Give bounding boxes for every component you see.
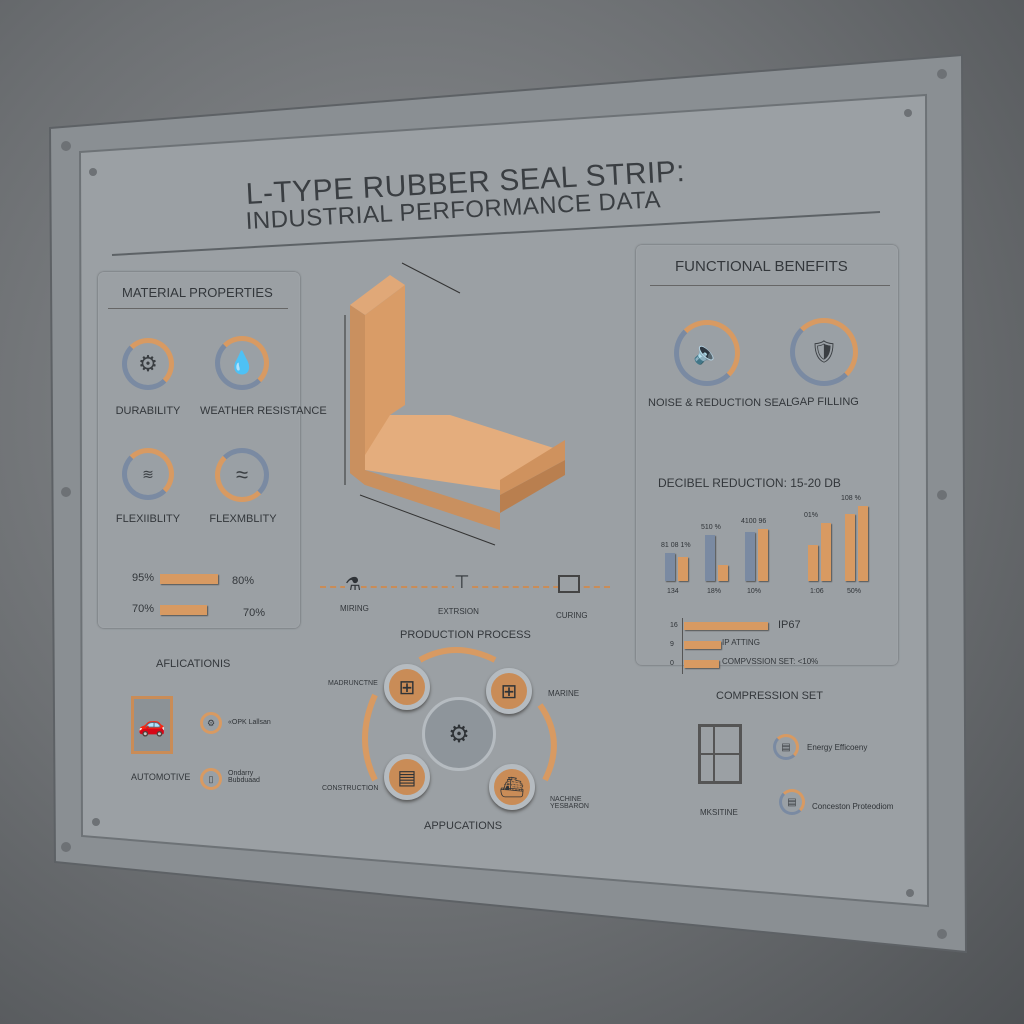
material-heading: MATERIAL PROPERTIES [122,285,273,300]
bar-right-value: 80% [232,575,255,587]
hbar-axis [682,618,683,674]
machine-icon: ⚙ [422,697,496,771]
bar-top-label: 4100 96 [741,517,767,525]
step-label: MIRING [340,604,369,613]
chart-bar [705,534,715,581]
bar-right-value: 70% [243,607,266,619]
speaker-icon: 🔈 [674,320,740,386]
decibel-reduction: DECIBEL REDUCTION: 15-20 dB [658,476,841,490]
ship-icon: ⛴ [489,764,535,810]
energy-efficiency-label: Energy Efficoeny [807,743,868,752]
compression-heading: COMPRESSION SET [716,690,823,702]
cycle-arrows [362,647,557,782]
l-seal-profile-illustration [344,262,565,546]
bar-top-label: 108 % [841,495,861,502]
material-properties-panel [98,272,300,628]
flexibility-label: FLEXIIBLITY [115,513,181,525]
bar-group: 108 % 50% [841,495,875,595]
app-label: MARINE [548,689,580,698]
bar-left-value: 95% [132,572,155,584]
car-icon: 🚗 [131,696,173,754]
energy-icon: ▤ [773,734,799,760]
flexibility-label-2: FLEXMBLITY [209,513,277,525]
bar-top-label: 510 % [701,523,721,531]
waves-icon: ≈ [215,448,269,502]
app-icon: ▯ [200,768,222,790]
chart-bar [718,564,728,581]
bar-chart: 81 08 1% 134 510 % 18% 4100 96 10% 01% 1:06 108 … [650,495,890,595]
bar-top-label: 81 08 1% [661,541,691,549]
app-item: «OPK Lallsan [228,719,271,726]
bar-bottom-label: 18% [707,588,722,595]
property-bar [160,574,218,584]
building-icon: ▤ [384,754,430,800]
app-label: MADRUNCTNE [328,680,378,687]
hbar [684,660,720,668]
chart-bar [678,557,688,581]
hbar-label: COMPVSSION SET: <10% [722,657,819,666]
step-label: CURING [556,611,588,620]
flask-icon: ⚗ [345,574,362,595]
benefits-heading: FUNCTIONAL BENEFITS [675,258,848,275]
bar-group: 4100 96 10% [741,495,775,595]
gear-icon: ⚙ [122,338,174,390]
production-process-heading: PRODUCTION PROCESS [400,629,531,641]
window-frame-icon [698,724,742,784]
bar-bottom-label: 10% [747,588,762,595]
bar-group: 510 % 18% [701,495,735,595]
hbar-tick: 9 [670,641,674,648]
bar-group: 01% 1:06 [804,495,838,595]
chart-bar [758,528,768,581]
hbar-tick: 16 [670,622,678,629]
weather-resistance-label: WEATHER RESISTANCE [200,405,327,417]
bar-group: 81 08 1% 134 [661,495,695,596]
window-icon: ⊞ [486,668,532,714]
automotive-label: AUTOMOTIVE [131,772,191,782]
oven-icon [558,575,580,593]
chart-bar [808,545,818,581]
chart-bar [745,531,755,581]
step-label: EXTRSION [438,607,479,616]
corrosion-protection-label: Conceston Proteodiom [812,802,894,811]
hbar-tick: 0 [670,660,674,667]
extruder-icon: ⊤ [454,572,470,593]
durability-label: DURABILITY [115,405,181,417]
flex-icon: ≋ [122,448,174,500]
hbar [684,641,721,649]
bar-bottom-label: 50% [847,588,862,595]
chart-bar [858,506,868,581]
app-label: CONSTRUCTION [322,785,379,792]
gap-filling-label: GAP FILLING [791,396,859,408]
hbar [684,622,768,630]
app-label: NACHINE YESBARON [550,796,589,810]
hbar-label: IP ATTING [722,638,760,647]
corrosion-icon: ▤ [779,789,805,815]
app-item: Ondarry Bubduaad [228,770,260,784]
property-bar [160,605,207,615]
water-drop-icon: 💧 [215,336,269,390]
shield-icon: 🛡 [790,318,858,386]
compression-main-label: MKSITINE [700,808,738,817]
window-icon: ⊞ [384,664,430,710]
bar-bottom-label: 134 [667,588,679,595]
bar-left-value: 70% [132,603,155,615]
applications-footer: APPUCATIONS [424,820,503,832]
app-icon: ⚙ [200,712,222,734]
chart-bar [845,513,855,581]
chart-bar [665,552,675,581]
chart-bar [821,522,831,581]
hbar-label: IP67 [778,619,801,631]
functional-benefits-panel [636,245,898,665]
bar-bottom-label: 1:06 [810,588,824,595]
bar-top-label: 01% [804,511,819,519]
applications-heading: AFLICATIONIS [156,658,231,670]
noise-reduction-label: NOISE & REDUCTION SEAL [648,397,793,409]
